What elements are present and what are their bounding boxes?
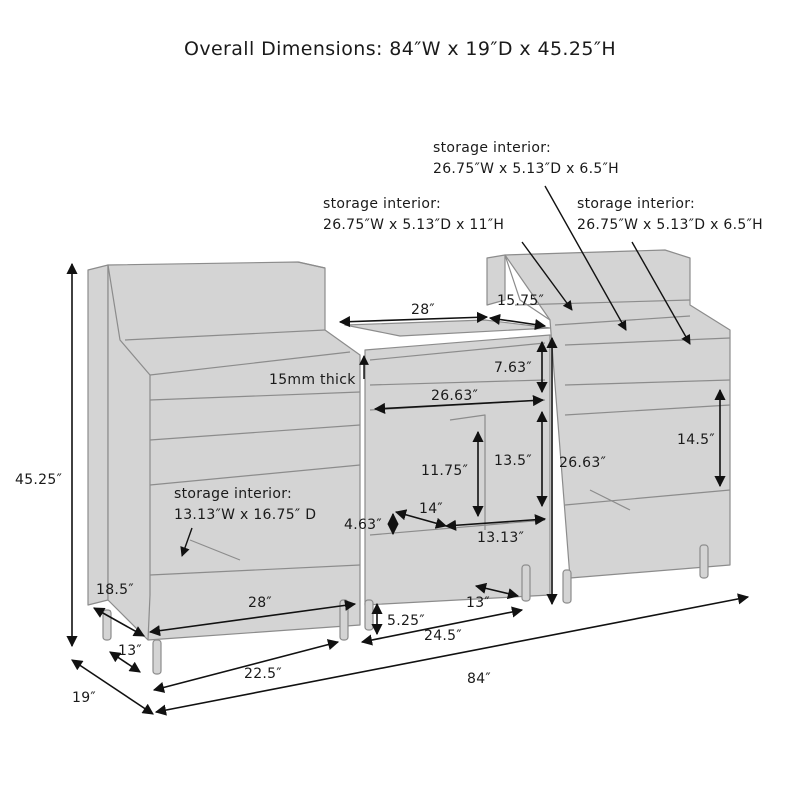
dim-center-inner-depth: 14″ xyxy=(419,501,443,517)
dim-center-inner-width: 13.13″ xyxy=(477,530,524,546)
dim-center-height: 26.63″ xyxy=(559,455,606,471)
thickness-label: 15mm thick xyxy=(269,372,356,388)
overall-dimensions-title: Overall Dimensions: 84″W x 19″D x 45.25″… xyxy=(184,38,616,60)
dim-width-total: 84″ xyxy=(467,671,491,687)
left-bookcase xyxy=(87,261,361,675)
dim-right-bin-height: 14.5″ xyxy=(677,432,715,448)
dim-left-width: 28″ xyxy=(248,595,272,611)
callout-pointers xyxy=(180,185,691,557)
dim-left-leg-span: 22.5″ xyxy=(244,666,282,682)
dim-center-top-width: 28″ xyxy=(411,302,435,318)
furniture-drawing xyxy=(87,249,731,675)
dim-center-inner-11-75: 11.75″ xyxy=(421,463,468,479)
dim-center-width: 24.5″ xyxy=(424,628,462,644)
dim-center-depth-top: 15.75″ xyxy=(497,293,544,309)
dim-depth-total: 19″ xyxy=(72,690,96,706)
dim-center-leg-depth: 13″ xyxy=(466,595,490,611)
storage-callout-top-line2: 26.75″W x 5.13″D x 6.5″H xyxy=(433,161,619,177)
storage-callout-right-line1: storage interior: xyxy=(577,196,695,212)
dim-center-leg-height: 5.25″ xyxy=(387,613,425,629)
storage-callout-middle-line2: 26.75″W x 5.13″D x 11″H xyxy=(323,217,504,233)
dim-left-depth: 13″ xyxy=(118,643,142,659)
storage-callout-left-line1: storage interior: xyxy=(174,486,292,502)
storage-callout-right-line2: 26.75″W x 5.13″D x 6.5″H xyxy=(577,217,763,233)
dim-center-shelf-width: 26.63″ xyxy=(431,388,478,404)
dim-center-base-height: 4.63″ xyxy=(344,517,382,533)
storage-callout-middle-line1: storage interior: xyxy=(323,196,441,212)
dim-left-height-low: 18.5″ xyxy=(96,582,134,598)
storage-callout-left-line2: 13.13″W x 16.75″ D xyxy=(174,507,316,523)
dimension-lines xyxy=(66,262,750,716)
dim-center-shelf-gap: 7.63″ xyxy=(494,360,532,376)
dim-height-total: 45.25″ xyxy=(15,472,62,488)
storage-callout-top-line1: storage interior: xyxy=(433,140,551,156)
dim-center-inner-13-5: 13.5″ xyxy=(494,453,532,469)
